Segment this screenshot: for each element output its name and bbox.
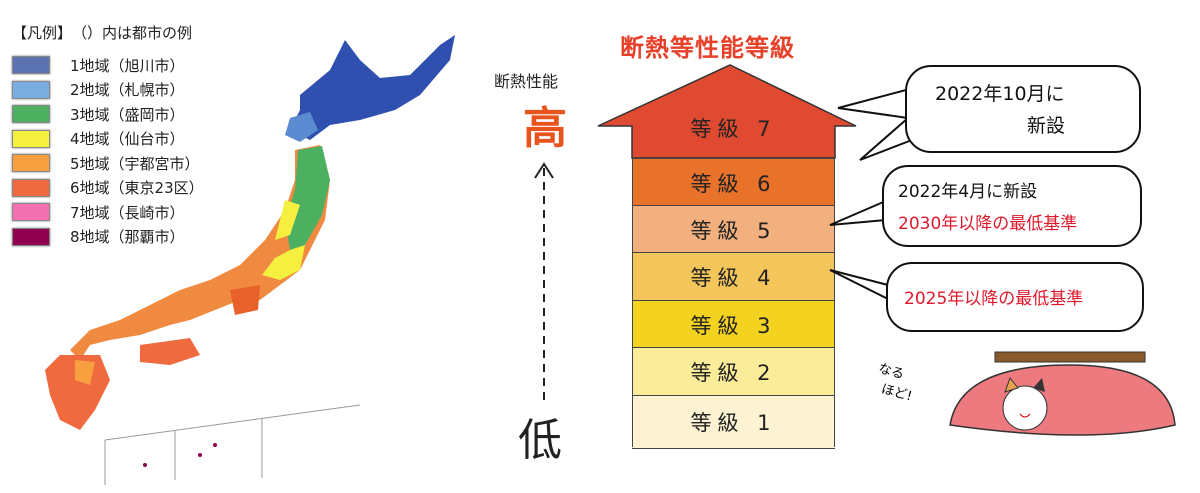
- dashed-up-arrow-icon: [534, 162, 554, 405]
- grade-4: 等級 4: [632, 252, 835, 301]
- grade-5: 等級 5: [632, 205, 835, 253]
- hokkaido: [285, 35, 455, 142]
- bubble-tails: [829, 89, 913, 301]
- map-legend: 【凡例】 （）内は都市の例 1地域（旭川市） 2地域（札幌市） 3地域（盛岡市）…: [12, 22, 204, 249]
- legend-label: 4地域（仙台市）: [70, 130, 185, 149]
- legend-swatch: [12, 80, 50, 99]
- grade-6: 等級 6: [632, 158, 835, 206]
- bubble-text: 2022年4月に新設: [898, 182, 1038, 202]
- okinawa-inset: [104, 404, 361, 485]
- legend-label: 5地域（宇都宮市）: [70, 154, 200, 173]
- bubble-text: 2030年以降の最低基準: [898, 214, 1078, 234]
- japan-climate-zone-map: [45, 35, 455, 485]
- grade-1: 等級 1: [632, 395, 835, 449]
- grade-7: 等級 7: [690, 117, 777, 141]
- legend-item: 1地域（旭川市）: [12, 53, 204, 78]
- legend-swatch: [12, 129, 50, 148]
- honshu: [70, 145, 330, 360]
- legend-swatch: [12, 178, 50, 197]
- speech-bubble-grade-7: 2022年10月に 新設: [905, 65, 1141, 153]
- bubble-text: 2025年以降の最低基準: [904, 289, 1084, 309]
- legend-label: 8地域（那覇市）: [70, 228, 185, 247]
- legend-item: 4地域（仙台市）: [12, 127, 204, 152]
- axis-label: 断熱性能: [494, 72, 559, 91]
- legend-item: 5地域（宇都宮市）: [12, 151, 204, 176]
- legend-label: 7地域（長崎市）: [70, 203, 185, 222]
- cat-in-kotatsu-illustration: [949, 351, 1176, 436]
- high-label: 高: [523, 103, 567, 154]
- legend-item: 8地域（那覇市）: [12, 225, 204, 250]
- legend-swatch: [12, 203, 50, 222]
- speech-bubble-grade-4: 2025年以降の最低基準: [886, 262, 1144, 332]
- bubble-text: 新設: [1027, 115, 1066, 137]
- legend-item: 2地域（札幌市）: [12, 78, 204, 103]
- speech-bubble-grade-5: 2022年4月に新設 2030年以降の最低基準: [882, 165, 1142, 247]
- legend-label: 3地域（盛岡市）: [70, 105, 185, 124]
- legend-label: 2地域（札幌市）: [70, 81, 185, 100]
- cat-speech: なる ほど!: [872, 358, 920, 404]
- legend-label: 6地域（東京23区）: [70, 179, 204, 198]
- legend-item: 3地域（盛岡市）: [12, 102, 204, 127]
- legend-swatch: [12, 154, 50, 173]
- grade-2: 等級 2: [632, 347, 835, 396]
- grade-7-roof: [597, 64, 857, 159]
- legend-item: 7地域（長崎市）: [12, 200, 204, 225]
- legend-swatch: [12, 56, 50, 75]
- legend-title: 【凡例】 （）内は都市の例: [12, 24, 193, 42]
- grade-3: 等級 3: [632, 300, 835, 348]
- legend-swatch: [12, 227, 50, 246]
- legend-label: 1地域（旭川市）: [70, 56, 185, 75]
- bubble-text: 2022年10月に: [935, 83, 1065, 105]
- low-label: 低: [518, 415, 562, 466]
- shikoku-kyushu: [45, 338, 200, 430]
- legend-item: 6地域（東京23区）: [12, 176, 204, 201]
- legend-swatch: [12, 105, 50, 124]
- tower-outline: [632, 158, 835, 447]
- diagram-title: 断熱等性能等級: [620, 34, 795, 62]
